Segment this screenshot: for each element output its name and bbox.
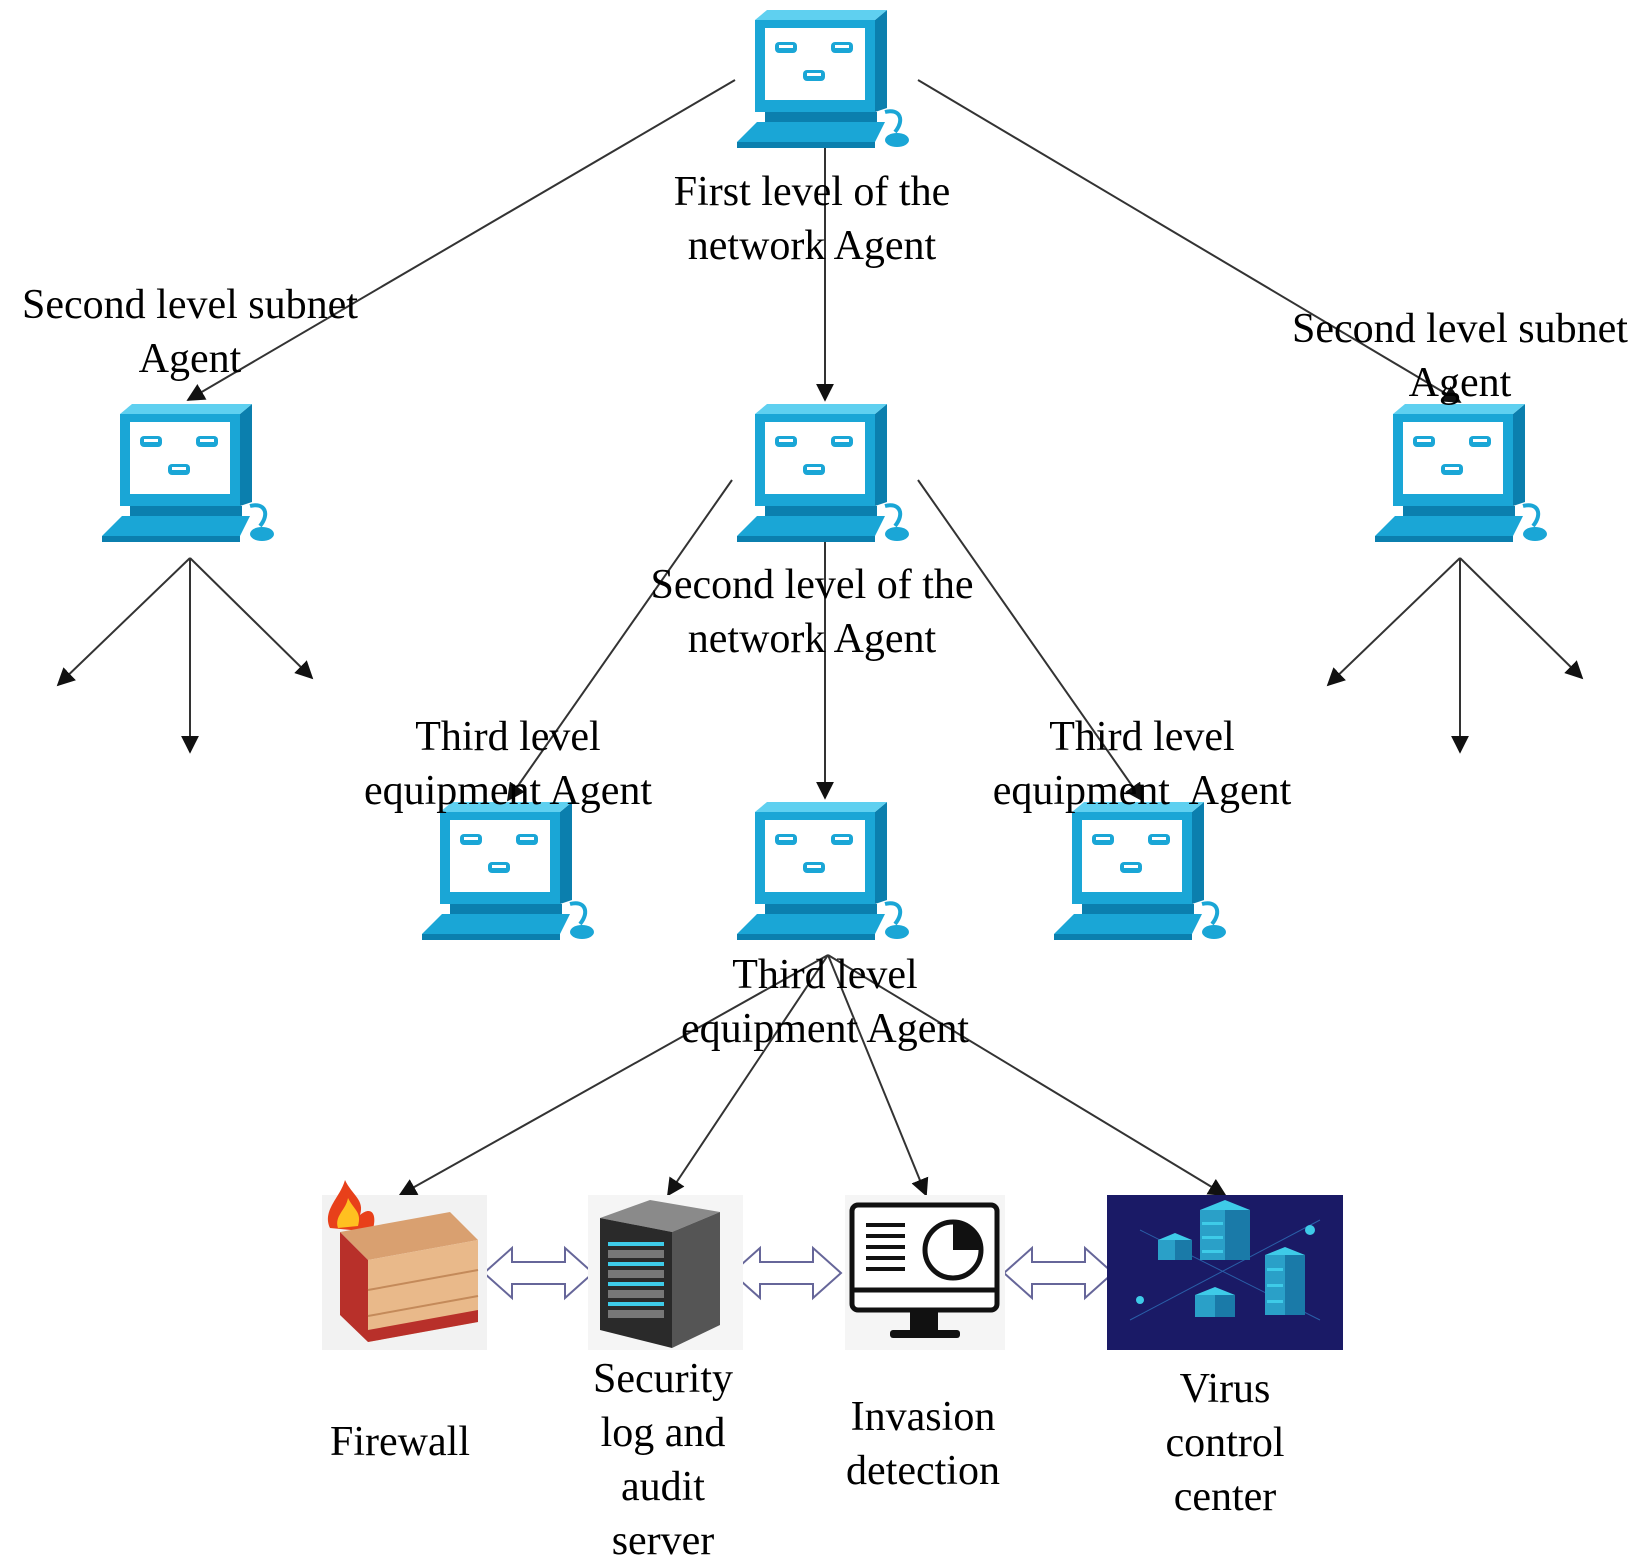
- virus-center-label-line: Virus: [1180, 1366, 1271, 1412]
- audit-server-label-line: audit: [621, 1464, 705, 1510]
- equip-right-label: Third level equipment Agent: [993, 714, 1292, 814]
- right-subnet-computer-icon: [1373, 402, 1549, 544]
- equip-right-label-line: equipment Agent: [993, 768, 1292, 814]
- left-subnet-computer-icon: [100, 402, 276, 544]
- edge-to-invasion-detection: [827, 954, 929, 1197]
- right-subnet-label-line: Agent: [1409, 360, 1512, 406]
- edge-to-virus-center: [827, 954, 1227, 1196]
- virus-center-label-line: center: [1174, 1474, 1277, 1520]
- edge-left-subnet-fan-3: [189, 557, 314, 680]
- right-subnet-label-line: Second level subnet: [1292, 306, 1628, 352]
- left-subnet-label-line: Second level subnet: [22, 282, 358, 328]
- invasion-detection-label-line: Invasion: [851, 1394, 996, 1440]
- virus-center-label: Virus control center: [1166, 1366, 1285, 1520]
- double-arrow-icon-3: [1002, 1245, 1115, 1301]
- edge-top-to-right-subnet: [917, 79, 1462, 403]
- edge-top-to-left-subnet: [186, 79, 736, 401]
- top-agent-label-line: First level of the: [674, 169, 950, 215]
- mid-agent-label-line: Second level of the: [650, 562, 973, 608]
- mid-agent-label: Second level of the network Agent: [650, 562, 973, 662]
- left-subnet-label-line: Agent: [139, 336, 242, 382]
- firewall-label-line: Firewall: [330, 1419, 470, 1465]
- audit-server-label: Security log and audit server: [593, 1356, 733, 1559]
- equip-left-label: Third level equipment Agent: [364, 714, 652, 814]
- edge-left-subnet-fan-1: [56, 557, 191, 687]
- equip-right-computer-icon: [1052, 800, 1228, 942]
- double-arrow-icon-2: [730, 1245, 843, 1301]
- audit-server-label-line: log and: [601, 1410, 726, 1456]
- equip-left-computer-icon: [420, 800, 596, 942]
- firewall-label: Firewall: [330, 1419, 470, 1465]
- top-agent-label-line: network Agent: [688, 223, 937, 269]
- invasion-detection-label-line: detection: [846, 1448, 1000, 1494]
- audit-server-label-line: server: [612, 1518, 715, 1559]
- top-agent-computer-icon: [735, 8, 911, 150]
- edge-mid-to-equip-left: [506, 479, 733, 802]
- equip-left-label-line: Third level: [415, 714, 600, 760]
- mid-agent-label-line: network Agent: [688, 616, 937, 662]
- server-icon: [588, 1195, 743, 1350]
- edge-right-subnet-fan-1: [1326, 557, 1461, 687]
- edge-mid-to-equip-right: [917, 479, 1144, 802]
- virus-center-label-line: control: [1166, 1420, 1285, 1466]
- invasion-detection-label: Invasion detection: [846, 1394, 1000, 1494]
- mid-agent-computer-icon: [735, 402, 911, 544]
- edge-to-firewall: [398, 954, 829, 1196]
- audit-server-label-line: Security: [593, 1356, 733, 1402]
- equip-center-label: Third level equipment Agent: [681, 952, 969, 1052]
- firewall-icon: [322, 1180, 487, 1350]
- double-arrow-icon-1: [482, 1245, 595, 1301]
- top-agent-label: First level of the network Agent: [674, 169, 950, 269]
- equip-left-label-line: equipment Agent: [364, 768, 652, 814]
- equip-center-label-line: equipment Agent: [681, 1006, 969, 1052]
- data-center-icon: [1107, 1195, 1343, 1350]
- bidirectional-arrows: [482, 1245, 1115, 1301]
- monitor-dashboard-icon: [845, 1195, 1005, 1350]
- equip-center-label-line: Third level: [732, 952, 917, 998]
- equip-right-label-line: Third level: [1049, 714, 1234, 760]
- connection-lines: [56, 79, 1584, 1197]
- equip-center-computer-icon: [735, 800, 911, 942]
- edge-to-audit-server: [667, 954, 829, 1197]
- edge-right-subnet-fan-3: [1459, 557, 1584, 680]
